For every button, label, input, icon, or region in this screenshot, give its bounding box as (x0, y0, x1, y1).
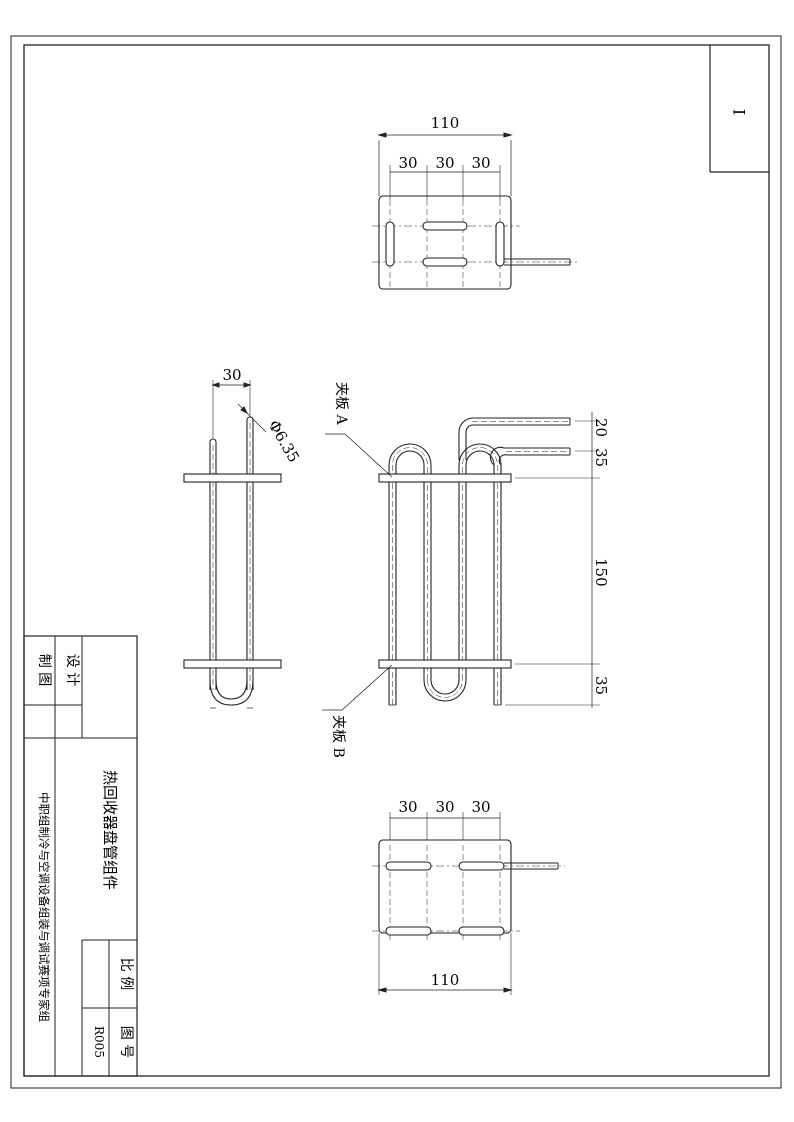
front-dim-tube-offset: 20 (592, 418, 610, 437)
bottom-dim-spacing-2: 30 (435, 798, 454, 816)
drawing-no-label: 图 号 (118, 1026, 134, 1058)
top-dim-overall: 110 (431, 114, 460, 132)
top-dim-spacing-3: 30 (471, 154, 490, 172)
top-view (372, 132, 580, 290)
bottom-dim-spacing-1: 30 (398, 798, 417, 816)
title-block (23, 635, 138, 1077)
top-dim-spacing-1: 30 (398, 154, 417, 172)
designer-label: 设 计 (64, 654, 80, 686)
outer-frame (10, 35, 782, 1089)
clamp-b-label: 夹板 B (330, 715, 346, 758)
side-view (183, 380, 282, 709)
side-dim-pitch: 30 (222, 366, 241, 384)
inner-frame (23, 44, 770, 1077)
clamp-plate-b (378, 659, 512, 669)
front-view (322, 412, 600, 711)
side-clamp-bottom (183, 659, 282, 669)
bottom-view (372, 812, 565, 995)
front-dim-bottom: 35 (592, 676, 610, 695)
scale-label: 比 例 (118, 958, 134, 990)
clamp-a-label: 夹板 A (333, 382, 349, 425)
front-dim-top: 35 (592, 448, 610, 467)
bottom-dim-overall: 110 (431, 971, 460, 989)
side-clamp-top (183, 473, 282, 483)
top-view-plate (378, 195, 512, 290)
drawing-title: 热回收器盘管组件 (101, 770, 119, 890)
side-dim-diameter: Φ6.35 (265, 417, 303, 466)
front-dim-middle: 150 (592, 558, 610, 587)
drawing-number: R005 (92, 1026, 106, 1058)
organization-name: 中职组制冷与空调设备组装与调试赛项专家组 (37, 792, 51, 1022)
sheet-number-box: I (709, 45, 769, 173)
sheet-number: I (730, 109, 749, 115)
bottom-view-plate (378, 839, 512, 934)
clamp-plate-a (378, 473, 512, 483)
top-dim-spacing-2: 30 (435, 154, 454, 172)
drafter-label: 制 图 (36, 654, 52, 686)
bottom-dim-spacing-3: 30 (471, 798, 490, 816)
